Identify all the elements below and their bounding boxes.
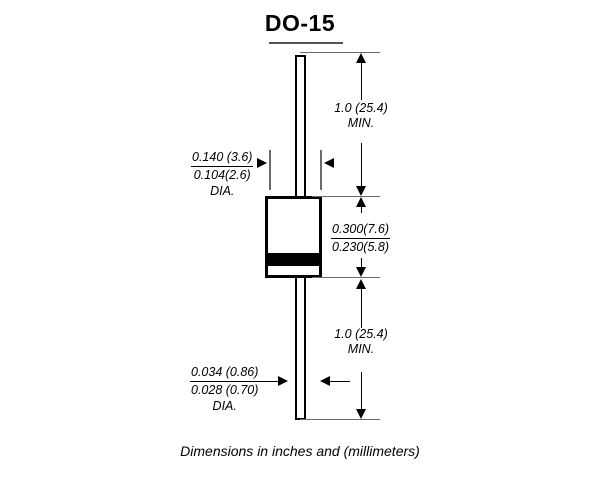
- extension-line-body-bottom: [312, 277, 380, 278]
- arrowhead-left-lead-diameter: [320, 376, 330, 386]
- dimension-line-body-length-bottom: [361, 258, 362, 271]
- tick-body-diameter-left: [269, 150, 271, 190]
- lead-diameter-min: 0.028 (0.70): [191, 383, 259, 397]
- dimension-line-lead-diameter-right: [330, 381, 350, 382]
- dimension-line-lower-lead-a: [361, 288, 362, 328]
- lower-lead-length-value: 1.0 (25.4): [334, 327, 388, 341]
- arrowhead-right-lead-diameter: [278, 376, 288, 386]
- dimension-line-upper-lead-a: [361, 57, 362, 100]
- body-length-min: 0.230(5.8): [332, 240, 389, 254]
- dimension-line-body-length-top: [361, 201, 362, 213]
- title-underline: [269, 42, 343, 44]
- body-diameter-max: 0.140 (3.6): [191, 150, 254, 167]
- body-length-max: 0.300(7.6): [331, 222, 390, 239]
- dimension-line-upper-lead-b: [361, 143, 362, 186]
- lower-lead-length-qualifier: MIN.: [347, 342, 375, 356]
- upper-lead-length-callout: 1.0 (25.4) MIN.: [306, 101, 416, 131]
- arrowhead-left-body-diameter: [324, 158, 334, 168]
- arrowhead-up-upper-lead: [356, 53, 366, 63]
- arrowhead-up-lower-lead: [356, 279, 366, 289]
- drawing-caption: Dimensions in inches and (millimeters): [180, 443, 420, 459]
- body-diameter-callout: 0.140 (3.6) 0.104(2.6) DIA.: [191, 150, 254, 199]
- arrowhead-down-upper-lead: [356, 186, 366, 196]
- arrowhead-down-body-length: [356, 267, 366, 277]
- body-length-callout: 0.300(7.6) 0.230(5.8): [331, 222, 390, 255]
- lead-diameter-suffix: DIA.: [212, 399, 237, 413]
- body-diameter-min: 0.104(2.6): [193, 168, 251, 182]
- arrowhead-up-body-length: [356, 197, 366, 207]
- lead-diameter-callout: 0.034 (0.86) 0.028 (0.70) DIA.: [190, 365, 260, 414]
- lower-lead: [295, 274, 306, 420]
- extension-line-lead-bottom: [300, 419, 380, 420]
- extension-line-lead-top: [300, 52, 380, 53]
- upper-lead-length-qualifier: MIN.: [347, 116, 375, 130]
- upper-lead-end-cap: [295, 55, 306, 57]
- tick-body-diameter-right: [320, 150, 322, 190]
- cathode-band: [268, 253, 319, 266]
- dimension-line-lead-diameter-left: [258, 381, 278, 382]
- body-diameter-suffix: DIA.: [210, 184, 235, 198]
- lead-diameter-max: 0.034 (0.86): [190, 365, 260, 382]
- lower-lead-length-callout: 1.0 (25.4) MIN.: [306, 327, 416, 357]
- page-title: DO-15: [264, 10, 336, 36]
- extension-line-body-top: [312, 196, 380, 197]
- arrowhead-down-lower-lead: [356, 409, 366, 419]
- upper-lead-length-value: 1.0 (25.4): [334, 101, 388, 115]
- arrowhead-right-body-diameter: [257, 158, 267, 168]
- dimension-line-lower-lead-b: [361, 372, 362, 413]
- upper-lead: [295, 55, 306, 200]
